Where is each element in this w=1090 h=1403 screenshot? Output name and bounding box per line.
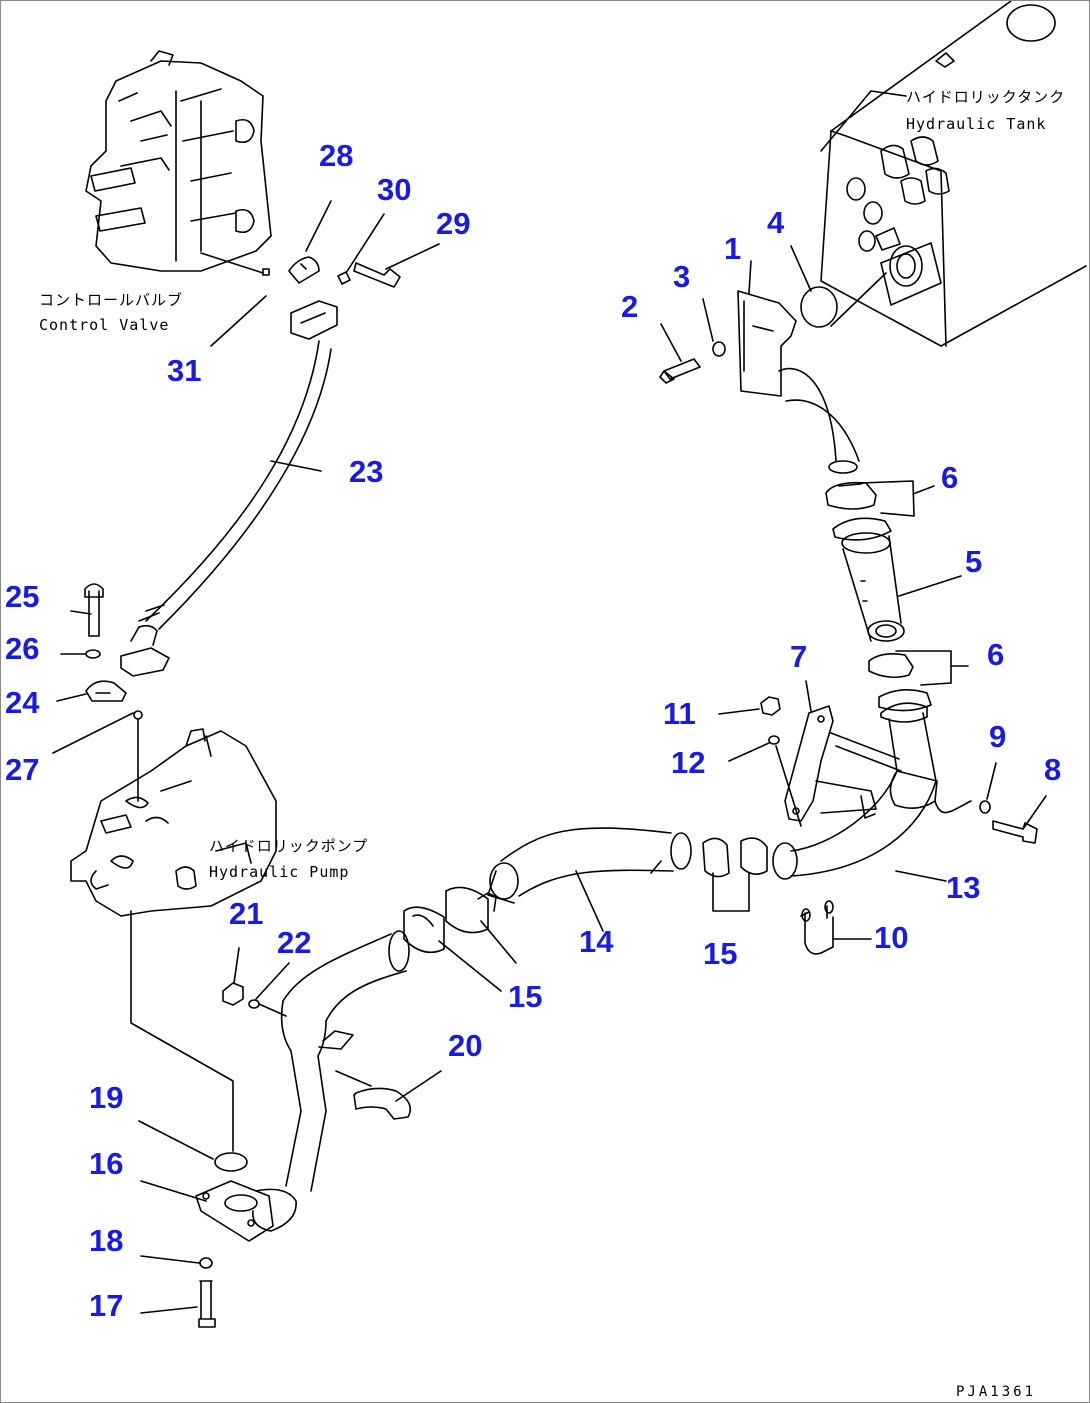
callout-14: 14	[579, 924, 614, 959]
callout-24: 24	[5, 685, 40, 720]
callout-11: 11	[663, 696, 696, 731]
callout-13: 13	[946, 870, 981, 905]
callout-7: 7	[790, 639, 808, 674]
pipe-13	[772, 702, 972, 880]
hydraulic-tank-drawing	[820, 1, 1087, 347]
callout-16: 16	[89, 1146, 124, 1181]
hose-23	[120, 300, 338, 677]
callout-30: 30	[377, 172, 412, 207]
callout-29: 29	[436, 206, 471, 241]
callout-12: 12	[671, 745, 706, 780]
drawing-code: PJA1361	[956, 1384, 1037, 1400]
elbow-pipe-1	[737, 290, 860, 474]
callout-22: 22	[277, 925, 312, 960]
callout-6a: 6	[941, 460, 959, 495]
hydraulic-pump-drawing	[70, 728, 277, 1152]
callout-28: 28	[319, 138, 354, 173]
hose-14	[487, 827, 692, 904]
callout-19: 19	[89, 1080, 124, 1115]
callout-1: 1	[724, 231, 742, 266]
callout-31: 31	[167, 353, 202, 388]
callout-4: 4	[767, 205, 785, 240]
callout-25: 25	[5, 579, 40, 614]
callout-3: 3	[673, 259, 691, 294]
control-valve-drawing	[85, 50, 272, 276]
callout-15b: 15	[508, 979, 543, 1014]
hydraulic-tank-label-en: Hydraulic Tank	[906, 115, 1047, 133]
pipe-16-assembly	[195, 930, 410, 1242]
callout-5: 5	[965, 544, 983, 579]
hydraulic-pump-label-jp: ハイドロリックポンプ	[209, 837, 369, 855]
callout-23: 23	[349, 454, 384, 489]
control-valve-label-en: Control Valve	[39, 316, 170, 334]
callout-17: 17	[89, 1288, 124, 1323]
callout-10: 10	[874, 920, 909, 955]
callout-2: 2	[621, 289, 639, 324]
callout-20: 20	[448, 1028, 483, 1063]
callout-15a: 15	[703, 936, 738, 971]
callout-26: 26	[5, 631, 40, 666]
control-valve-label-jp: コントロールバルブ	[39, 291, 184, 309]
callout-18: 18	[89, 1223, 124, 1258]
callout-27: 27	[5, 752, 40, 787]
hydraulic-tank-label-jp: ハイドロリックタンク	[906, 88, 1066, 106]
callout-6b: 6	[987, 637, 1005, 672]
hydraulic-pump-label-en: Hydraulic Pump	[209, 863, 350, 881]
callout-8: 8	[1044, 752, 1062, 787]
callout-9: 9	[989, 719, 1007, 754]
callout-21: 21	[229, 896, 264, 931]
bracket-7	[784, 705, 902, 822]
